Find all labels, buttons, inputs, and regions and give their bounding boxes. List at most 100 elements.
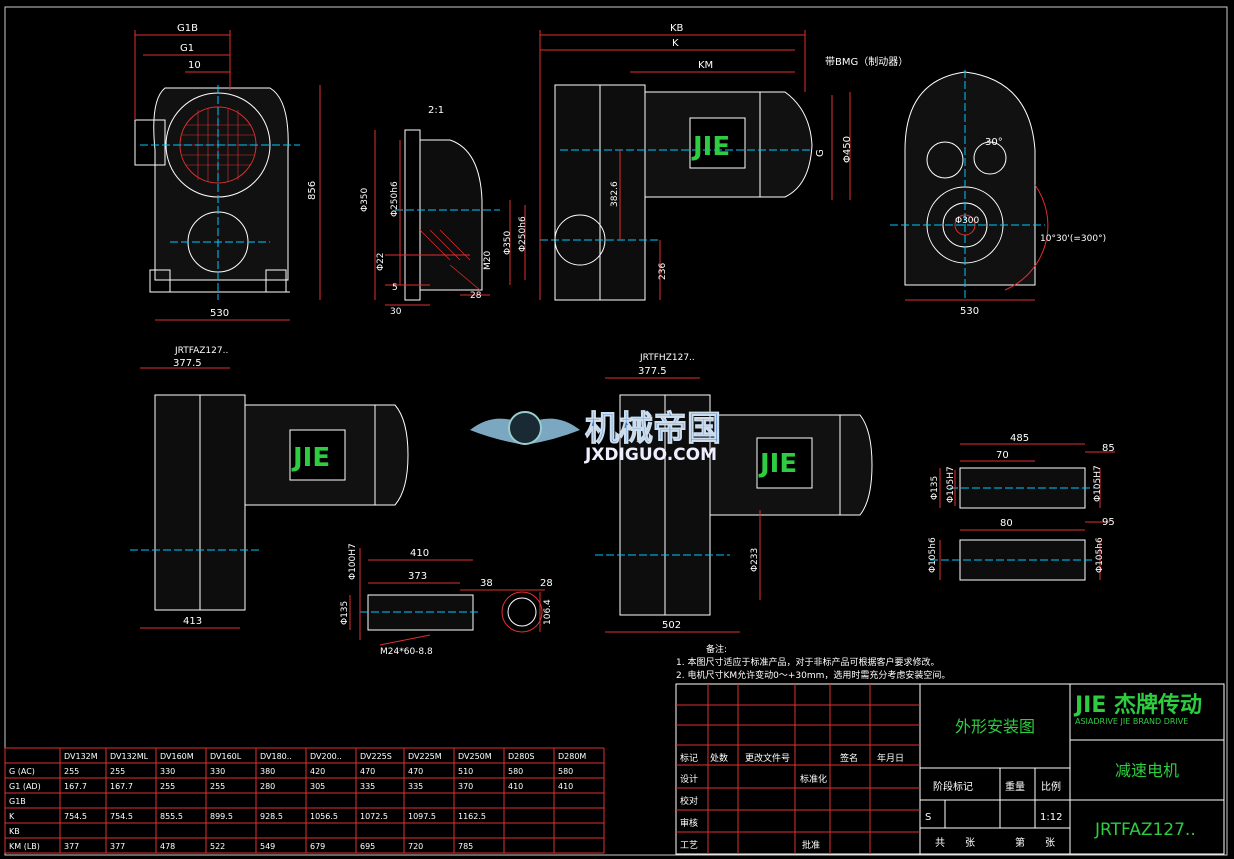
dim-38: 38 <box>480 578 493 589</box>
table-cell: 255 <box>160 782 175 791</box>
dim-28-shaft: 28 <box>540 578 553 589</box>
section-scale: 2:1 <box>428 105 444 116</box>
dim-530-right: 530 <box>960 306 979 317</box>
dim-95: 95 <box>1102 517 1115 528</box>
watermark-cn: 机械帝国 <box>585 409 721 449</box>
view-mid-center-side <box>595 377 873 633</box>
brand-logo: JIE 杰牌传动 <box>1073 692 1202 718</box>
dim-phi105h7-b: Φ105H7 <box>1093 465 1103 502</box>
ratio-label: 比例 <box>1041 780 1061 793</box>
dim-phi350-sec: Φ350 <box>360 187 370 212</box>
dim-30deg: 30° <box>985 137 1003 148</box>
dim-30: 30 <box>390 307 402 317</box>
table-cell: 1072.5 <box>360 812 388 821</box>
col-hdr-3: 签名 <box>840 752 858 764</box>
table-header-cell: DV180.. <box>260 752 292 761</box>
dim-g1: G1 <box>180 43 194 54</box>
total-label: 共 <box>935 837 945 849</box>
col-hdr-1: 处数 <box>710 752 728 764</box>
table-cell: 754.5 <box>110 812 133 821</box>
notes-heading: 备注: <box>706 643 727 655</box>
dim-377-5-left: 377.5 <box>173 358 202 369</box>
watermark-logo: 机械帝国 JXDIGUO.COM <box>470 409 722 465</box>
table-cell: 377 <box>64 842 79 851</box>
table-cell: 510 <box>458 767 473 776</box>
dim-80: 80 <box>1000 518 1013 529</box>
dim-382-6: 382.6 <box>610 181 620 207</box>
table-cell: 785 <box>458 842 473 851</box>
table-cell: 255 <box>64 767 79 776</box>
dim-413: 413 <box>183 616 202 627</box>
dim-10: 10 <box>188 60 201 71</box>
table-cell: 478 <box>160 842 175 851</box>
col-hdr-0: 标记 <box>680 752 698 764</box>
table-header-cell: DV200.. <box>310 752 342 761</box>
drawing-title: 外形安装图 <box>955 717 1035 736</box>
table-cell: 679 <box>310 842 325 851</box>
row-label-0: 设计 <box>680 773 698 785</box>
jie-logo-mid-center: JIE <box>758 449 797 479</box>
dim-phi300: Φ300 <box>955 216 980 226</box>
dim-236: 236 <box>658 263 668 280</box>
view-shaft-detail <box>349 548 545 646</box>
view-mid-left-side <box>130 367 409 629</box>
table-cell: 470 <box>360 767 375 776</box>
sheet-label: 张 <box>965 837 975 849</box>
dim-kb: KB <box>670 23 684 34</box>
table-cell: 370 <box>458 782 473 791</box>
view-top-right-end <box>890 70 1049 301</box>
table-header-cell: D280S <box>508 752 535 761</box>
note-1: 1. 本图尺寸适应于标准产品，对于非标产品可根据客户要求修改。 <box>676 656 939 668</box>
row-label-3: 工艺 <box>680 840 698 851</box>
brand-sub: ASIADRIVE JIE BRAND DRIVE <box>1075 717 1188 726</box>
table-cell: 470 <box>408 767 423 776</box>
dim-g1b: G1B <box>177 23 198 34</box>
stage-value: S <box>925 812 931 823</box>
dim-530-left: 530 <box>210 308 229 319</box>
table-cell: 330 <box>160 767 175 776</box>
table-cell: 330 <box>210 767 225 776</box>
table-cell: 580 <box>558 767 573 776</box>
view-right-shafts <box>930 443 1115 581</box>
mid-label-1: 批准 <box>802 839 820 851</box>
ratio-value: 1:12 <box>1040 812 1062 823</box>
view-section-detail <box>374 129 500 306</box>
table-cell: 1056.5 <box>310 812 338 821</box>
model-mid-left: JRTFAZ127.. <box>174 346 228 356</box>
table-row-label: G1B <box>9 797 26 806</box>
table-cell: 549 <box>260 842 275 851</box>
table-cell: 899.5 <box>210 812 233 821</box>
table-row-label: G1 (AD) <box>9 782 41 791</box>
table-cell: 522 <box>210 842 225 851</box>
table-cell: 280 <box>260 782 275 791</box>
table-cell: 855.5 <box>160 812 183 821</box>
dim-485: 485 <box>1010 433 1029 444</box>
dim-856: 856 <box>307 181 318 200</box>
dim-phi135-right: Φ135 <box>930 476 940 500</box>
dim-85: 85 <box>1102 443 1115 454</box>
table-cell: 380 <box>260 767 275 776</box>
dim-502: 502 <box>662 620 681 631</box>
table-cell: 410 <box>558 782 573 791</box>
note-2: 2. 电机尺寸KM允许变动0～+30mm，选用时需充分考虑安装空间。 <box>676 669 950 681</box>
weight-label: 重量 <box>1005 780 1025 793</box>
col-hdr-2: 更改文件号 <box>745 752 790 764</box>
table-cell: 1097.5 <box>408 812 436 821</box>
table-cell: 377 <box>110 842 125 851</box>
table-cell: 1162.5 <box>458 812 486 821</box>
col-hdr-4: 年月日 <box>877 752 904 764</box>
dim-phi22: Φ22 <box>376 252 386 271</box>
dim-5: 5 <box>392 283 398 293</box>
jie-logo-mid-left: JIE <box>291 443 330 473</box>
dim-m20: M20 <box>483 251 493 270</box>
page-label: 第 <box>1015 836 1025 849</box>
table-cell: 580 <box>508 767 523 776</box>
dim-phi100h7: Φ100H7 <box>348 543 358 580</box>
product-name: 减速电机 <box>1115 761 1179 780</box>
table-cell: 305 <box>310 782 325 791</box>
dim-phi250h6-sec: Φ250h6 <box>390 181 400 217</box>
view-top-left-front <box>134 30 321 321</box>
dim-km: KM <box>698 60 713 71</box>
table-row-label: G (AC) <box>9 767 35 776</box>
